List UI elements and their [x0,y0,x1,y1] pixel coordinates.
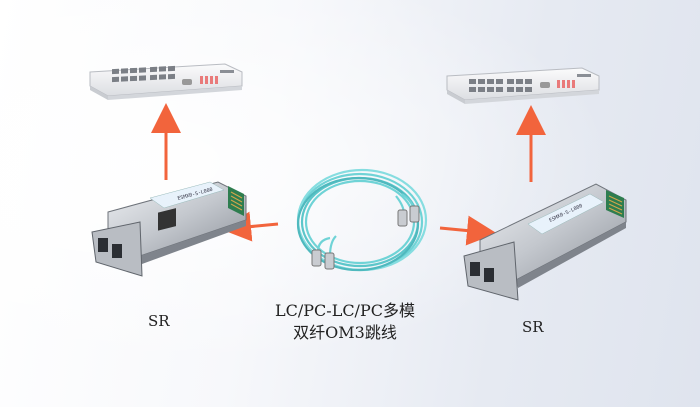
right-switch-icon [446,67,600,104]
right-sfp-module-icon: ESMX0-S-L000 [463,183,627,301]
lc-connector-icon [311,205,420,270]
right-module-label: SR [522,318,544,336]
cable-caption-line-1: LC/PC-LC/PC多模 [275,301,415,320]
cable-caption: LC/PC-LC/PC多模 双纤OM3跳线 [250,300,440,344]
to-right-arrow [439,215,497,246]
left-module-label: SR [148,312,170,330]
left-sfp-module-icon: ESMX0-S-L000 [91,181,247,277]
cable-caption-line-2: 双纤OM3跳线 [293,323,397,342]
to-left-arrow [221,211,279,242]
left-switch-icon [89,63,243,100]
